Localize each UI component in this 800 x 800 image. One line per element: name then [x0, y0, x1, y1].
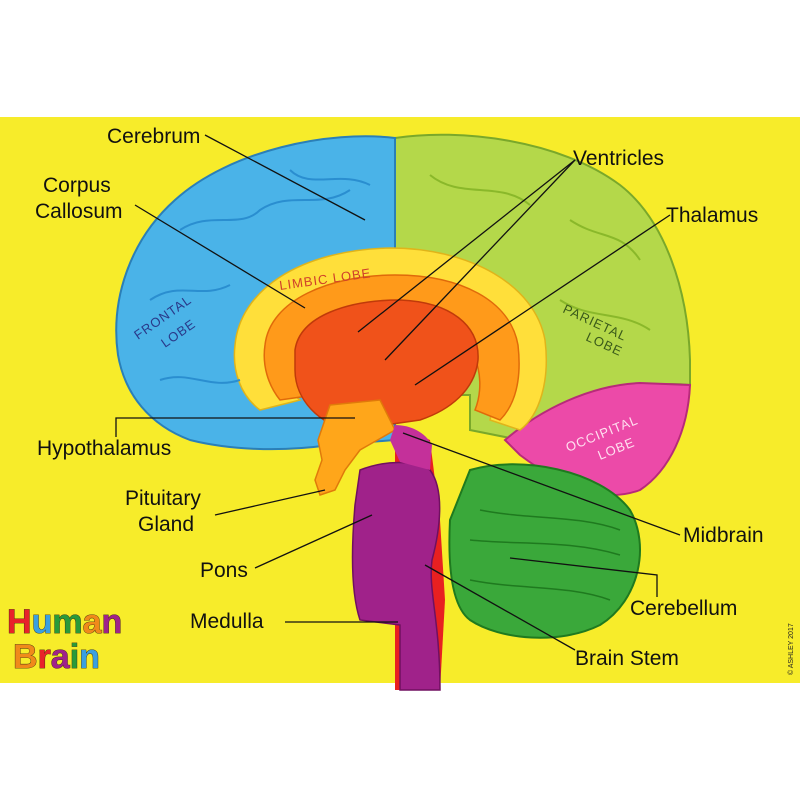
label-cerebellum: Cerebellum [630, 597, 737, 620]
label-midbrain: Midbrain [683, 524, 764, 547]
label-hypothalamus: Hypothalamus [37, 437, 171, 460]
label-brain-stem: Brain Stem [575, 647, 679, 670]
title-letter: i [70, 638, 79, 676]
title-letter: B [13, 638, 38, 676]
title-word-brain: Brain [13, 638, 100, 676]
label-cerebrum: Cerebrum [107, 125, 200, 148]
label-medulla: Medulla [190, 610, 264, 633]
title-letter: u [32, 603, 53, 641]
label-corpus-callosum-line1: Corpus [43, 174, 111, 197]
title-letter: n [79, 638, 100, 676]
title-word-human: Human [7, 603, 122, 641]
title-letter: H [7, 603, 32, 641]
title-letter: a [83, 603, 103, 641]
label-pituitary-line1: Pituitary [125, 487, 201, 510]
hypothalamus-region [314, 399, 396, 496]
midbrain-region [390, 425, 432, 470]
title-letter: m [52, 603, 82, 641]
leader-lines [115, 134, 681, 651]
frontal-gyri [149, 169, 371, 384]
title-letter: n [102, 603, 123, 641]
label-corpus-callosum-line2: Callosum [35, 200, 123, 223]
parietal-gyri [429, 174, 651, 331]
label-ventricles: Ventricles [573, 147, 664, 170]
label-thalamus: Thalamus [666, 204, 758, 227]
title-letter: a [51, 638, 71, 676]
label-pons: Pons [200, 559, 248, 582]
copyright-text: © ASHLEY 2017 [787, 623, 795, 675]
label-pituitary-line2: Gland [138, 513, 194, 536]
title-letter: r [38, 638, 51, 676]
cerebellum-branches [469, 509, 621, 601]
